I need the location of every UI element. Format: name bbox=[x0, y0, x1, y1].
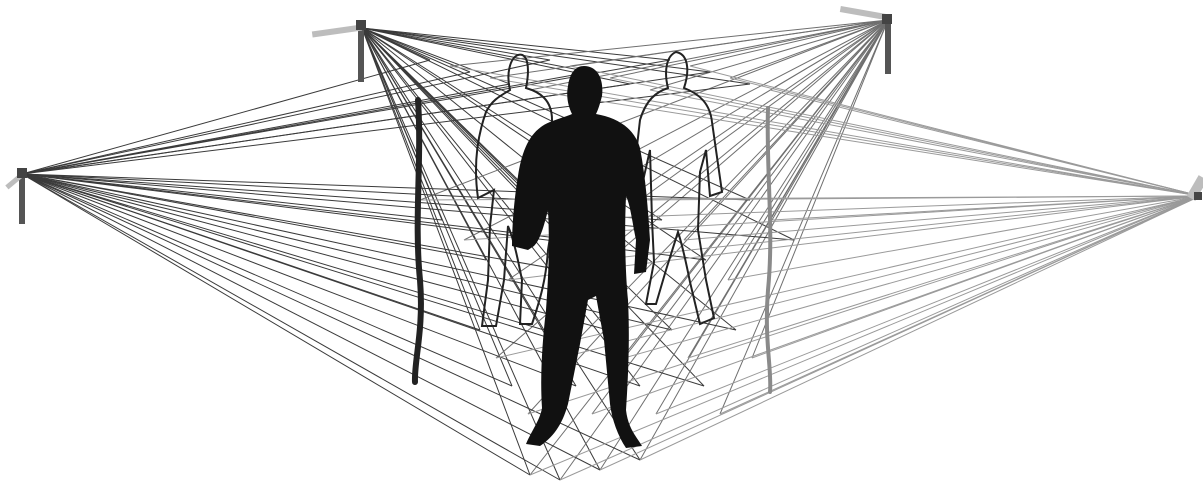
projection-ray bbox=[22, 174, 512, 386]
camera-icon bbox=[356, 20, 366, 30]
projection-ray bbox=[728, 20, 888, 280]
camera-right bbox=[1187, 175, 1203, 201]
projection-ray bbox=[560, 196, 1200, 480]
camera-icon bbox=[17, 168, 27, 178]
left-silhouette-strip bbox=[415, 100, 421, 382]
camera-icon bbox=[882, 14, 892, 24]
projection-ray bbox=[752, 196, 1200, 358]
projection-ray bbox=[22, 60, 550, 174]
central-solid-figure bbox=[512, 66, 650, 448]
camera-top-left bbox=[312, 20, 366, 82]
camera-left bbox=[5, 168, 27, 224]
projection-ray bbox=[22, 72, 470, 174]
projection-ray bbox=[770, 90, 1200, 196]
projection-ray bbox=[728, 196, 1200, 280]
projection-ray bbox=[22, 60, 430, 174]
camera-icon bbox=[1194, 192, 1202, 200]
right-silhouette-strip bbox=[767, 108, 770, 392]
projection-ray bbox=[528, 196, 1200, 414]
projection-ray bbox=[640, 196, 1200, 460]
projection-ray bbox=[752, 20, 888, 358]
projection-ray bbox=[22, 174, 544, 330]
